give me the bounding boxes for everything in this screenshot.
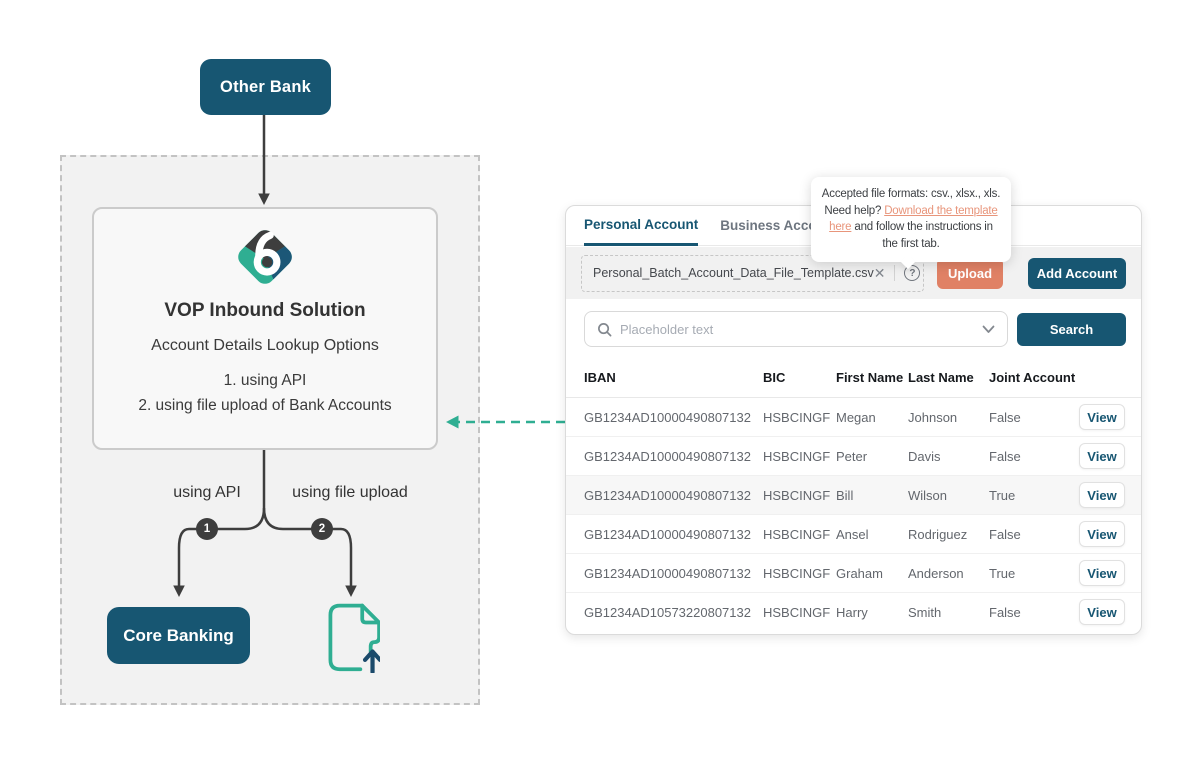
- file-name: Personal_Batch_Account_Data_File_Templat…: [593, 266, 874, 280]
- tooltip-text-before: Accepted file formats: csv., xlsx., xls.…: [821, 188, 1001, 217]
- search-input[interactable]: [620, 321, 974, 337]
- file-upload-icon: [328, 603, 380, 673]
- table-row: GB1234AD10573220807132 HSBCINGF Harry Sm…: [566, 593, 1141, 631]
- view-button[interactable]: View: [1079, 521, 1125, 547]
- cell-first-name: Harry: [836, 604, 868, 620]
- accounts-table: IBAN BIC First Name Last Name Joint Acco…: [566, 357, 1141, 631]
- cell-iban: GB1234AD10000490807132: [584, 526, 751, 542]
- clear-file-icon[interactable]: ✕: [873, 265, 886, 281]
- cell-last-name: Johnson: [908, 409, 958, 425]
- other-bank-label: Other Bank: [220, 77, 311, 96]
- cell-first-name: Bill: [836, 487, 854, 503]
- help-icon[interactable]: ?: [904, 265, 921, 281]
- tooltip-text-after: and follow the instructions in the first…: [851, 221, 993, 251]
- tab-business-account-label: Business Account: [720, 218, 838, 233]
- upload-help-tooltip: Accepted file formats: csv., xlsx., xls.…: [811, 177, 1011, 269]
- banfico-logo-icon: [238, 226, 296, 284]
- header-last-name: Last Name: [908, 369, 974, 385]
- cell-iban: GB1234AD10573220807132: [584, 604, 751, 620]
- table-row: GB1234AD10000490807132 HSBCINGF Ansel Ro…: [566, 515, 1141, 554]
- search-bar: Search: [584, 311, 1126, 347]
- table-header-row: IBAN BIC First Name Last Name Joint Acco…: [566, 357, 1141, 398]
- cell-joint-account: False: [989, 526, 1021, 542]
- cell-joint-account: False: [989, 448, 1021, 464]
- tab-personal-account[interactable]: Personal Account: [584, 206, 699, 246]
- cell-iban: GB1234AD10000490807132: [584, 448, 751, 464]
- icon-divider: [894, 265, 896, 281]
- cell-joint-account: True: [989, 487, 1016, 503]
- cell-bic: HSBCINGF: [763, 565, 831, 581]
- upload-button[interactable]: Upload: [937, 257, 1003, 289]
- view-button[interactable]: View: [1079, 443, 1125, 469]
- cell-first-name: Ansel: [836, 526, 869, 542]
- cell-iban: GB1234AD10000490807132: [584, 565, 751, 581]
- cell-iban: GB1234AD10000490807132: [584, 487, 751, 503]
- cell-joint-account: False: [989, 409, 1021, 425]
- view-button[interactable]: View: [1079, 482, 1125, 508]
- vop-title: VOP Inbound Solution: [164, 300, 366, 321]
- view-button[interactable]: View: [1079, 599, 1125, 625]
- cell-last-name: Smith: [908, 604, 942, 620]
- core-banking-node: Core Banking: [107, 607, 250, 664]
- cell-joint-account: True: [989, 565, 1016, 581]
- add-account-button[interactable]: Add Account: [1028, 257, 1126, 289]
- header-joint-account: Joint Account: [989, 369, 1076, 385]
- download-template-link[interactable]: Download the template here: [829, 204, 998, 234]
- cell-first-name: Megan: [836, 409, 876, 425]
- core-banking-label: Core Banking: [123, 625, 234, 645]
- tab-business-account[interactable]: Business Account: [720, 206, 837, 245]
- table-row: GB1234AD10000490807132 HSBCINGF Peter Da…: [566, 437, 1141, 476]
- step-badge-2: 2: [311, 518, 333, 540]
- upload-bar: Personal_Batch_Account_Data_File_Templat…: [566, 247, 1141, 299]
- cell-last-name: Anderson: [908, 565, 964, 581]
- header-iban: IBAN: [584, 369, 616, 385]
- table-row: GB1234AD10000490807132 HSBCINGF Megan Jo…: [566, 398, 1141, 437]
- chevron-down-icon[interactable]: [982, 325, 995, 334]
- cell-bic: HSBCINGF: [763, 526, 831, 542]
- cell-last-name: Wilson: [908, 487, 948, 503]
- cell-last-name: Rodriguez: [908, 526, 968, 542]
- table-body: GB1234AD10000490807132 HSBCINGF Megan Jo…: [566, 398, 1141, 631]
- view-button[interactable]: View: [1079, 404, 1125, 430]
- vop-subtitle: Account Details Lookup Options: [151, 337, 379, 354]
- header-bic: BIC: [763, 369, 786, 385]
- file-input[interactable]: Personal_Batch_Account_Data_File_Templat…: [581, 254, 924, 292]
- branch-label-api: using API: [173, 484, 241, 501]
- search-icon: [598, 322, 612, 336]
- search-button[interactable]: Search: [1017, 312, 1126, 346]
- search-box[interactable]: [584, 311, 1008, 347]
- header-first-name: First Name: [836, 369, 904, 385]
- cell-first-name: Graham: [836, 565, 883, 581]
- cell-bic: HSBCINGF: [763, 409, 831, 425]
- cell-bic: HSBCINGF: [763, 604, 831, 620]
- table-row: GB1234AD10000490807132 HSBCINGF Bill Wil…: [566, 476, 1141, 515]
- view-button[interactable]: View: [1079, 560, 1125, 586]
- account-panel: Personal Account Business Account Person…: [565, 205, 1142, 635]
- branch-label-file-upload: using file upload: [292, 484, 408, 501]
- cell-bic: HSBCINGF: [763, 487, 831, 503]
- tab-personal-account-label: Personal Account: [584, 217, 699, 232]
- cell-last-name: Davis: [908, 448, 941, 464]
- table-row: GB1234AD10000490807132 HSBCINGF Graham A…: [566, 554, 1141, 593]
- cell-first-name: Peter: [836, 448, 868, 464]
- vop-option-file-upload: 2. using file upload of Bank Accounts: [138, 397, 392, 414]
- other-bank-node: Other Bank: [200, 59, 331, 115]
- vop-inbound-solution-node: VOP Inbound Solution Account Details Loo…: [92, 207, 438, 450]
- cell-joint-account: False: [989, 604, 1021, 620]
- step-badge-1: 1: [196, 518, 218, 540]
- cell-iban: GB1234AD10000490807132: [584, 409, 751, 425]
- cell-bic: HSBCINGF: [763, 448, 831, 464]
- vop-option-api: 1. using API: [223, 372, 307, 389]
